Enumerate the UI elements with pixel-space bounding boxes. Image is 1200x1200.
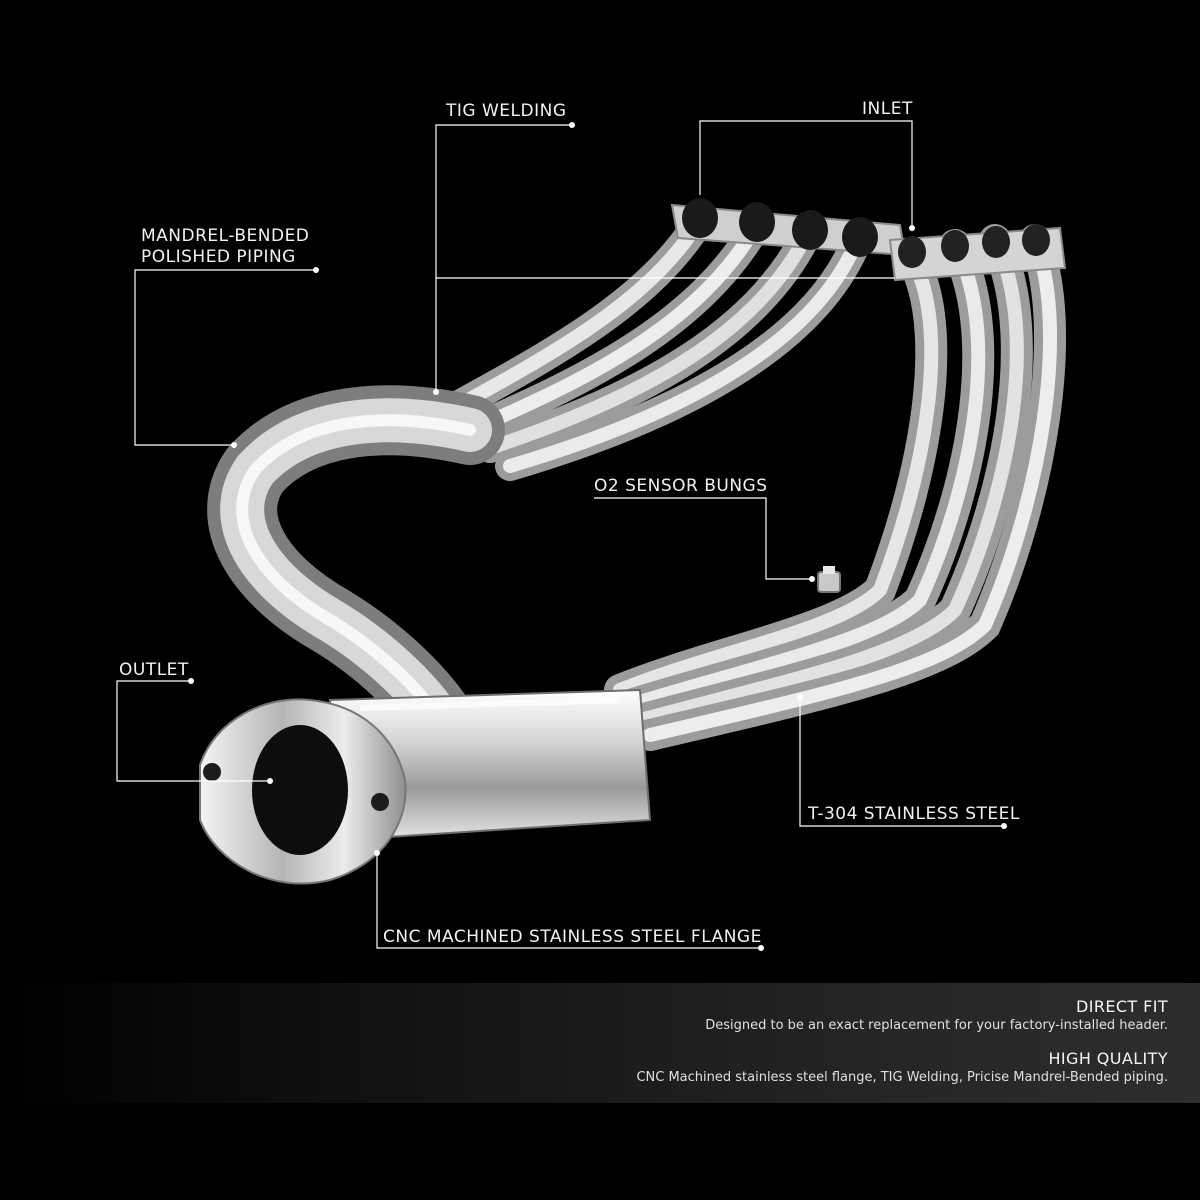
right-inlet-flange: [888, 224, 1067, 282]
feature-description-high-quality: CNC Machined stainless steel flange, TIG…: [636, 1070, 1168, 1085]
feature-title-high-quality: HIGH QUALITY: [1048, 1049, 1168, 1068]
callout-mandrel-line2: POLISHED PIPING: [141, 247, 296, 267]
feature-title-direct-fit: DIRECT FIT: [1076, 997, 1168, 1016]
callout-t304-stainless-steel: T-304 STAINLESS STEEL: [808, 804, 1020, 824]
callout-dots: [188, 122, 1007, 951]
outlet-collector-pipe: [328, 688, 652, 842]
feature-summary-bar: DIRECT FIT Designed to be an exact repla…: [0, 983, 1200, 1103]
callout-mandrel-line1: MANDREL-BENDED: [141, 226, 310, 246]
outlet-flange: [199, 698, 407, 885]
o2-sensor-bung: [817, 566, 841, 593]
left-inlet-flange: [670, 198, 907, 257]
callout-tig-welding: TIG WELDING: [446, 101, 567, 121]
left-collector: [207, 385, 505, 755]
left-bank-primary-tubes: [435, 205, 873, 481]
callout-outlet: OUTLET: [119, 660, 189, 680]
callout-mandrel-bended: MANDREL-BENDED POLISHED PIPING: [141, 226, 309, 268]
callout-leader-lines: [116, 120, 1004, 949]
feature-description-direct-fit: Designed to be an exact replacement for …: [705, 1018, 1168, 1033]
callout-cnc-flange: CNC MACHINED STAINLESS STEEL FLANGE: [383, 927, 762, 947]
callout-inlet: INLET: [862, 99, 913, 119]
callout-o2-sensor-bungs: O2 SENSOR BUNGS: [594, 476, 768, 496]
